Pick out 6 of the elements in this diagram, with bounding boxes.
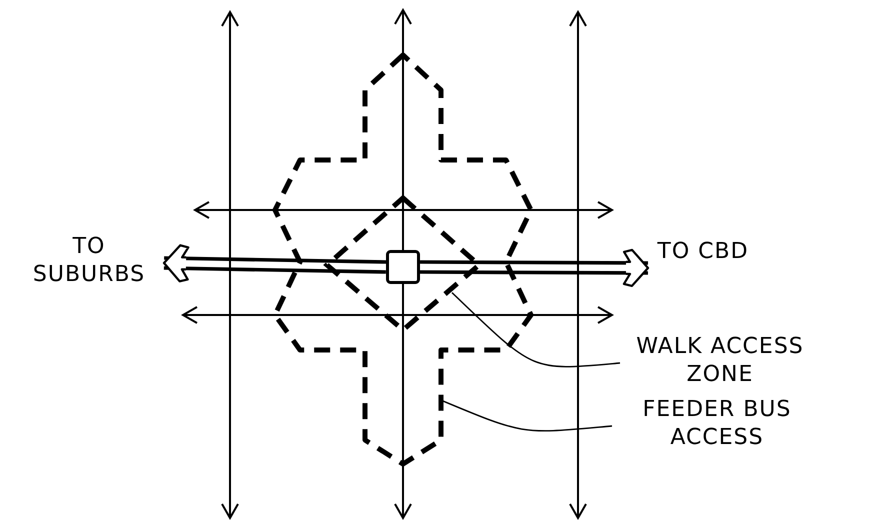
text-label: TO CBD bbox=[648, 238, 758, 298]
text-label: FEEDER BUS ACCESS bbox=[612, 396, 822, 456]
text-label: TO SUBURBS bbox=[14, 233, 164, 293]
station-square bbox=[386, 250, 420, 284]
feeder-bus-access-outline bbox=[272, 52, 534, 466]
text-label: WALK ACCESS ZONE bbox=[620, 333, 820, 393]
